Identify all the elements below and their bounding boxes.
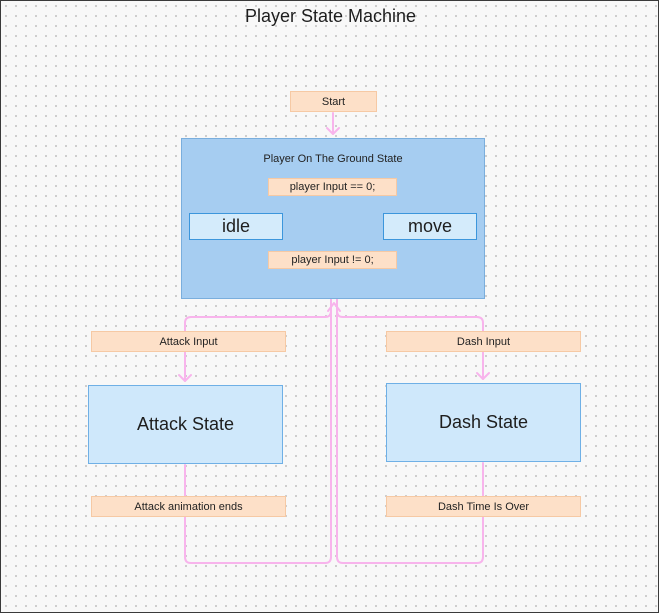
dash-exit-label: Dash Time Is Over xyxy=(386,496,581,517)
attack-state-node: Attack State xyxy=(88,385,283,464)
start-to-ground-arrowhead xyxy=(326,127,340,135)
dash-state-node: Dash State xyxy=(386,383,581,462)
ground-state-title: Player On The Ground State xyxy=(263,153,403,165)
ground-to-dash-arrowhead xyxy=(476,372,490,380)
to-move-condition-label: player Input == 0; xyxy=(268,178,397,196)
dash-input-label: Dash Input xyxy=(386,331,581,352)
attack-exit-label: Attack animation ends xyxy=(91,496,286,517)
idle-state-node: idle xyxy=(189,213,283,240)
attack-to-ground-connector xyxy=(184,304,332,564)
move-state-node: move xyxy=(383,213,477,240)
return-to-ground-arrowhead xyxy=(327,302,341,312)
start-label: Start xyxy=(290,91,377,112)
ground-to-attack-arrowhead xyxy=(178,374,192,382)
dash-to-ground-connector xyxy=(336,304,484,564)
attack-input-label: Attack Input xyxy=(91,331,286,352)
diagram-title: Player State Machine xyxy=(244,6,417,26)
to-idle-condition-label: player Input != 0; xyxy=(268,251,397,269)
